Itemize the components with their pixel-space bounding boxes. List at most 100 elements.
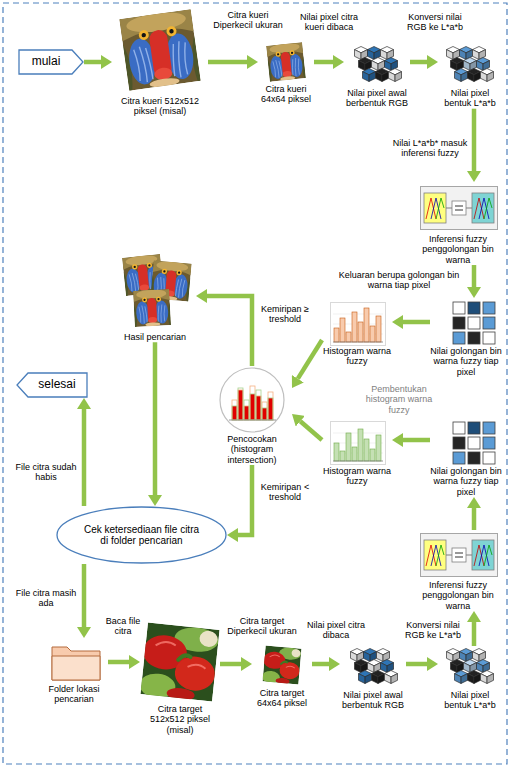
bin-grid-bottom xyxy=(453,422,495,464)
caption-text: Citra kueri 64x64 piksel xyxy=(258,84,314,105)
rgb-cubes-top xyxy=(355,47,402,82)
histogram-orange xyxy=(331,303,386,346)
matching-picture xyxy=(238,390,243,420)
caption-text: Nilai golongan bin warna fuzzy tiap pixe… xyxy=(430,346,502,377)
target-image-small: Citra target 64x64 piksel xyxy=(252,646,312,709)
edge-label: Baca file citra xyxy=(104,616,142,637)
caption-text: Nilai golongan bin warna fuzzy tiap pixe… xyxy=(430,466,502,497)
caption-text: Pencocokan (histogram intersection) xyxy=(212,434,292,465)
caption-text: Citra kueri 512x512 piksel (misal) xyxy=(112,96,208,117)
fuzzy-histogram: Histogram warna fuzzy xyxy=(322,418,392,487)
target-image-picture xyxy=(138,622,219,703)
node-text: selesai xyxy=(38,378,75,392)
image-caption: Histogram warna fuzzy xyxy=(322,466,392,487)
fuzzy-panel-bottom xyxy=(421,534,498,577)
fuzzy-panel-bottom xyxy=(421,534,498,577)
query-image-small-picture xyxy=(266,42,306,83)
node-border xyxy=(19,50,83,74)
matching-picture xyxy=(250,386,255,420)
matching-picture xyxy=(250,394,255,420)
fuzzy-histogram: Histogram warna fuzzy xyxy=(322,298,392,367)
matching-picture xyxy=(256,390,261,420)
matching-picture xyxy=(244,400,249,420)
image-caption: Citra kueri 64x64 piksel xyxy=(258,84,314,105)
flow-arrow xyxy=(208,60,247,65)
edge-label: Nilai pixel citra kueri dibaca xyxy=(298,12,360,33)
matching-picture xyxy=(256,396,261,420)
folder-icon xyxy=(52,656,100,680)
edge-label: Citra target Diperkecil ukuran xyxy=(224,616,300,637)
flow-arrow xyxy=(153,342,158,495)
matching-picture xyxy=(244,406,249,420)
fuzzy-inference: Inferensi fuzzy penggolongan bin warna xyxy=(414,182,502,265)
image-caption: Nilai pixel bentuk L*a*b xyxy=(438,88,502,109)
matching-picture xyxy=(256,396,261,420)
caption-text: Folder lokasi pencarian xyxy=(40,684,108,705)
caption-text: Inferensi fuzzy penggolongan bin warna xyxy=(414,234,502,265)
matching-picture xyxy=(244,406,249,420)
flow-arrow xyxy=(220,662,241,667)
image-caption: Inferensi fuzzy penggolongan bin warna xyxy=(414,580,502,611)
target-image: Citra target 512x512 piksel (misal) xyxy=(140,622,220,735)
bin-grid-top xyxy=(453,302,495,344)
edge-label: Keluaran berupa golongan bin warna tiap … xyxy=(330,270,468,291)
node-text: Cek ketersediaan file citra di folder pe… xyxy=(80,524,203,547)
image-caption: Citra kueri 512x512 piksel (misal) xyxy=(112,96,208,117)
flow-arrow xyxy=(108,660,129,665)
matching-picture xyxy=(220,368,284,432)
flow-arrow xyxy=(82,564,87,627)
caption-text: Nilai pixel awal berbentuk RGB xyxy=(340,690,406,711)
matching-picture xyxy=(262,402,267,420)
image-caption: Hasil pencarian xyxy=(114,332,196,342)
image-caption: Pencocokan (histogram intersection) xyxy=(212,434,292,465)
edge-label: Konversi nilai RGB ke L*a*b xyxy=(400,620,466,641)
matching-picture xyxy=(268,392,273,420)
search-results: Hasil pencarian xyxy=(114,252,196,342)
node-label: selesai xyxy=(38,378,75,392)
image-caption: Histogram warna fuzzy xyxy=(322,346,392,367)
node-label: mulai xyxy=(32,55,61,69)
matching-picture xyxy=(232,386,273,420)
file-check-ellipse: Cek ketersediaan file citra di folder pe… xyxy=(56,506,227,564)
flow-arrow xyxy=(314,60,333,65)
end-terminator: selesai xyxy=(16,372,88,398)
caption-text: Citra target 64x64 piksel xyxy=(252,688,312,709)
node-border xyxy=(57,507,226,563)
caption-text: Nilai pixel awal berbentuk RGB xyxy=(344,88,410,109)
matching-picture xyxy=(229,420,276,421)
image-caption: Nilai pixel awal berbentuk RGB xyxy=(344,88,410,109)
edge-label: Konversi nilai RGB ke L*a*b xyxy=(404,12,466,33)
edge-label: Kemiripan < treshold xyxy=(258,482,312,503)
node-text: mulai xyxy=(32,55,61,69)
edge-label: File citra masih ada xyxy=(14,588,78,609)
fuzzy-panel-top xyxy=(421,187,498,230)
flow-arrow xyxy=(406,662,427,667)
flow-arrow xyxy=(312,662,329,667)
flow-arrow xyxy=(207,296,252,366)
lab-pixel-values: Nilai pixel bentuk L*a*b xyxy=(438,646,502,711)
flow-arrow xyxy=(84,60,101,65)
start-terminator: mulai xyxy=(18,49,84,75)
rgb-pixel-values: Nilai pixel awal berbentuk RGB xyxy=(340,646,406,711)
caption-text: Nilai pixel bentuk L*a*b xyxy=(438,88,502,109)
folder-icon xyxy=(52,647,100,680)
image-caption: Nilai pixel awal berbentuk RGB xyxy=(340,690,406,711)
fuzzy-panel-top xyxy=(421,187,498,230)
image-caption: Nilai golongan bin warna fuzzy tiap pixe… xyxy=(430,346,502,377)
dashed-frame xyxy=(3,3,507,764)
search-folder: Folder lokasi pencarian xyxy=(40,638,108,705)
edge-label: File citra sudah habis xyxy=(14,462,78,483)
lab-cubes-top xyxy=(447,47,494,82)
bin-grid-top xyxy=(453,302,495,344)
matching-picture xyxy=(262,408,267,420)
matching-picture xyxy=(232,388,273,420)
fuzzy-bin-values: Nilai golongan bin warna fuzzy tiap pixe… xyxy=(430,298,502,377)
image-caption: Nilai pixel bentuk L*a*b xyxy=(438,690,502,711)
caption-text: Histogram warna fuzzy xyxy=(322,346,392,367)
lab-cubes-bottom xyxy=(447,649,494,684)
matching-picture xyxy=(220,368,284,432)
flow-arrow xyxy=(300,421,322,440)
query-image-small-picture xyxy=(266,42,306,83)
flow-arrow xyxy=(403,320,430,325)
